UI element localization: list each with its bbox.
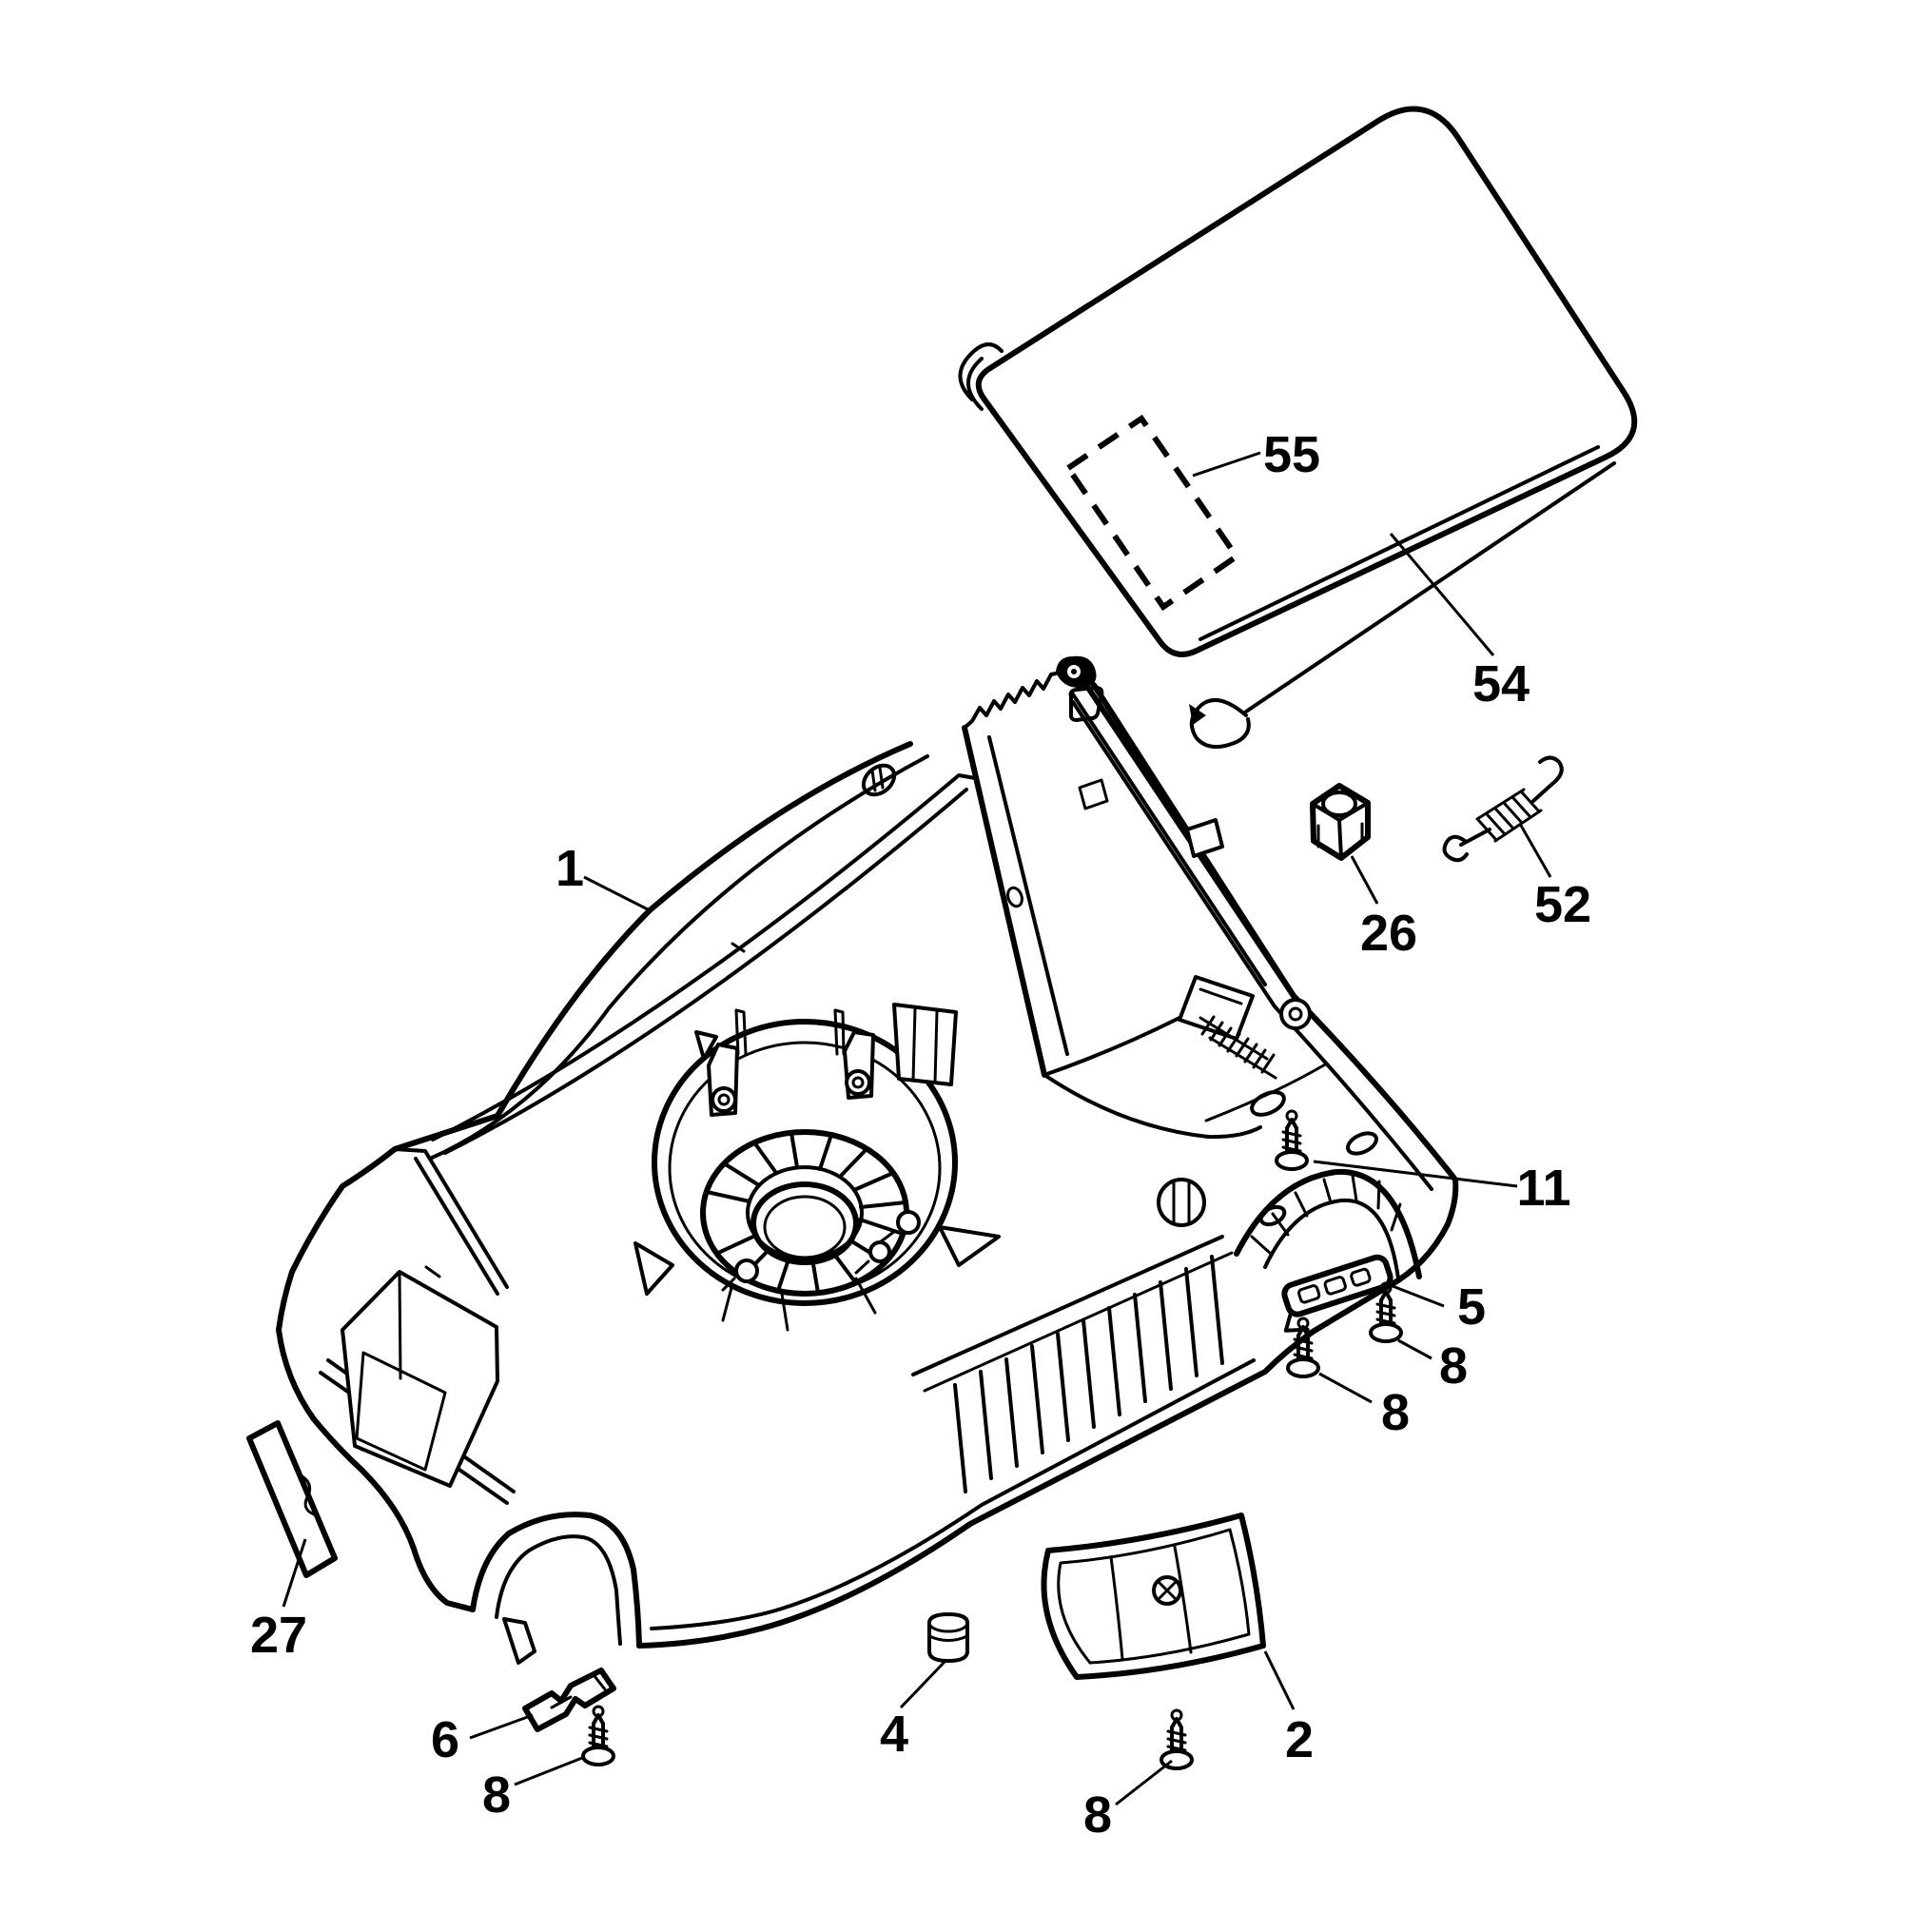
leader-discharge-door [1263, 1650, 1296, 1710]
vent-slats [953, 1255, 1224, 1493]
vent-fold-line [911, 1235, 1224, 1376]
callout-latch-bracket-front[interactable]: 6 [431, 1711, 459, 1768]
callout-label-decal[interactable]: 55 [1263, 426, 1320, 483]
callout-cap-plug[interactable]: 4 [880, 1706, 908, 1763]
leader-latch-bracket-right [1392, 1284, 1445, 1308]
rear-cover-skirt [1244, 461, 1616, 713]
hub-fin-se [938, 1225, 1001, 1267]
callout-screw-right-lower[interactable]: 8 [1381, 1384, 1410, 1441]
fan-hub [633, 1003, 1001, 1332]
vent-wall [911, 1178, 1234, 1493]
leader-deck-housing [583, 875, 651, 912]
leader-screw-front-left [514, 1756, 583, 1786]
trim-strip [246, 1420, 338, 1578]
rear-cover [958, 106, 1638, 750]
front-left-face [319, 1147, 516, 1505]
screw-front-right [1160, 1708, 1194, 1770]
callout-screw-front-left[interactable]: 8 [482, 1766, 511, 1824]
callout-trim-strip[interactable]: 27 [250, 1607, 307, 1664]
bracket-teeth [963, 672, 1058, 730]
bracket-coil-spring [1199, 1015, 1277, 1080]
callout-screw-right-upper[interactable]: 8 [1439, 1337, 1468, 1395]
leader-screw-right-upper [1397, 1338, 1432, 1360]
front-wheel-arch-inner [495, 1534, 622, 1646]
callout-rear-cover[interactable]: 54 [1472, 655, 1530, 712]
rear-cover-outline [975, 106, 1638, 657]
leader-screw-front-right [1115, 1759, 1173, 1806]
leader-nut-retainer-block [1350, 855, 1379, 905]
leader-screw-deck-floor [1313, 1160, 1518, 1188]
discharge-door [1041, 1512, 1266, 1680]
leader-rear-cover [1389, 533, 1495, 656]
bracket-side-notch [1185, 818, 1224, 858]
rear-bracket-channel [962, 655, 1312, 1080]
front-arch-foot [502, 1617, 536, 1665]
deck-housing [276, 655, 1459, 1665]
bracket-boss [1279, 998, 1312, 1030]
hub-lug-b [868, 1240, 891, 1263]
hub-slots [705, 1131, 907, 1295]
latch-bracket-front [522, 1668, 616, 1732]
callout-extension-spring[interactable]: 52 [1534, 876, 1591, 933]
hub-lug-c [734, 1259, 759, 1283]
leader-cap-plug [899, 1660, 946, 1709]
deck-rim-band-b [443, 788, 968, 1155]
extension-spring [1442, 755, 1564, 863]
label-decal-dashed-outline [1063, 414, 1241, 612]
leader-label-decal [1192, 451, 1261, 478]
deck-silhouette-topleft-inner [428, 754, 929, 1161]
bracket-top-slot [1068, 686, 1104, 722]
nut-retainer-block [1310, 783, 1371, 861]
vent-wall-hole [1157, 1178, 1206, 1227]
rear-wheel-arch [1234, 1168, 1422, 1280]
hub-ne-tower [892, 1003, 958, 1086]
deck-top-face [424, 763, 897, 1278]
deck-rim-band-a [431, 773, 977, 1142]
callout-latch-bracket-right[interactable]: 5 [1457, 1278, 1486, 1336]
callout-screw-front-right[interactable]: 8 [1083, 1786, 1112, 1844]
callout-deck-housing[interactable]: 1 [555, 840, 584, 897]
rear-cover-flap [958, 342, 1004, 411]
front-wheel-arch-outer [470, 1512, 642, 1649]
rear-cover-hook [1189, 697, 1251, 750]
hub-fin-nw [694, 1030, 718, 1061]
hub-spokes [721, 1277, 877, 1332]
deck-silhouette-left [276, 1146, 476, 1612]
leader-trim-strip [282, 1538, 307, 1608]
hub-fin-sw [633, 1241, 674, 1296]
callout-nut-retainer-block[interactable]: 26 [1360, 905, 1417, 962]
deck-silhouette-topleft [392, 741, 913, 1152]
hub-lug-a [896, 1210, 921, 1235]
screw-front-left [581, 1705, 615, 1766]
cap-plug [927, 1612, 969, 1663]
deck-floor-right [1043, 1062, 1378, 1227]
latch-bracket-right [1281, 1254, 1394, 1333]
leader-extension-spring [1518, 823, 1552, 878]
deck-skirt-inner [650, 1358, 1256, 1630]
leader-screw-right-lower [1318, 1372, 1373, 1404]
deck-silhouette-bottom [636, 1177, 1459, 1649]
leader-latch-bracket-front [469, 1713, 534, 1740]
screw-deck-floor [1275, 1109, 1309, 1171]
callout-screw-deck-floor[interactable]: 11 [1516, 1160, 1570, 1217]
callout-discharge-door[interactable]: 2 [1285, 1711, 1314, 1768]
rear-cover-corner-wedge [1189, 704, 1206, 725]
